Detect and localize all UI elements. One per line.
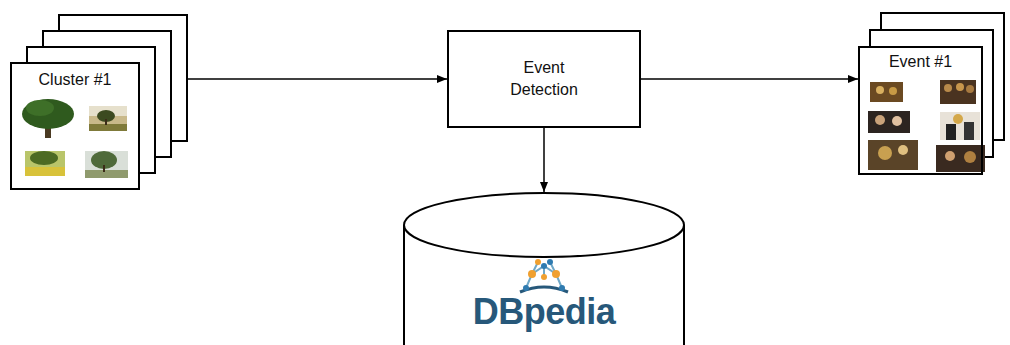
cluster-card: Cluster #1 xyxy=(10,62,140,190)
process-box: Event Detection xyxy=(447,30,641,128)
card-title: Event #1 xyxy=(860,52,981,73)
logo-text: DBpedia xyxy=(403,292,685,332)
arrow-connector xyxy=(188,78,447,80)
tree-photos xyxy=(22,99,128,178)
event-photos xyxy=(868,80,985,172)
arrow-connector xyxy=(543,128,545,192)
dbpedia-logo-icon xyxy=(520,262,568,292)
dbpedia-logo-dots xyxy=(523,259,565,291)
card-title: Cluster #1 xyxy=(12,70,138,91)
process-label: Event Detection xyxy=(498,57,590,102)
cylinder-outline xyxy=(404,193,684,345)
arrow-connector xyxy=(641,78,858,80)
database-cylinder: DBpedia xyxy=(403,192,685,345)
event-card: Event #1 xyxy=(858,46,983,175)
card-stack xyxy=(11,15,187,189)
card-stack xyxy=(859,13,1004,174)
